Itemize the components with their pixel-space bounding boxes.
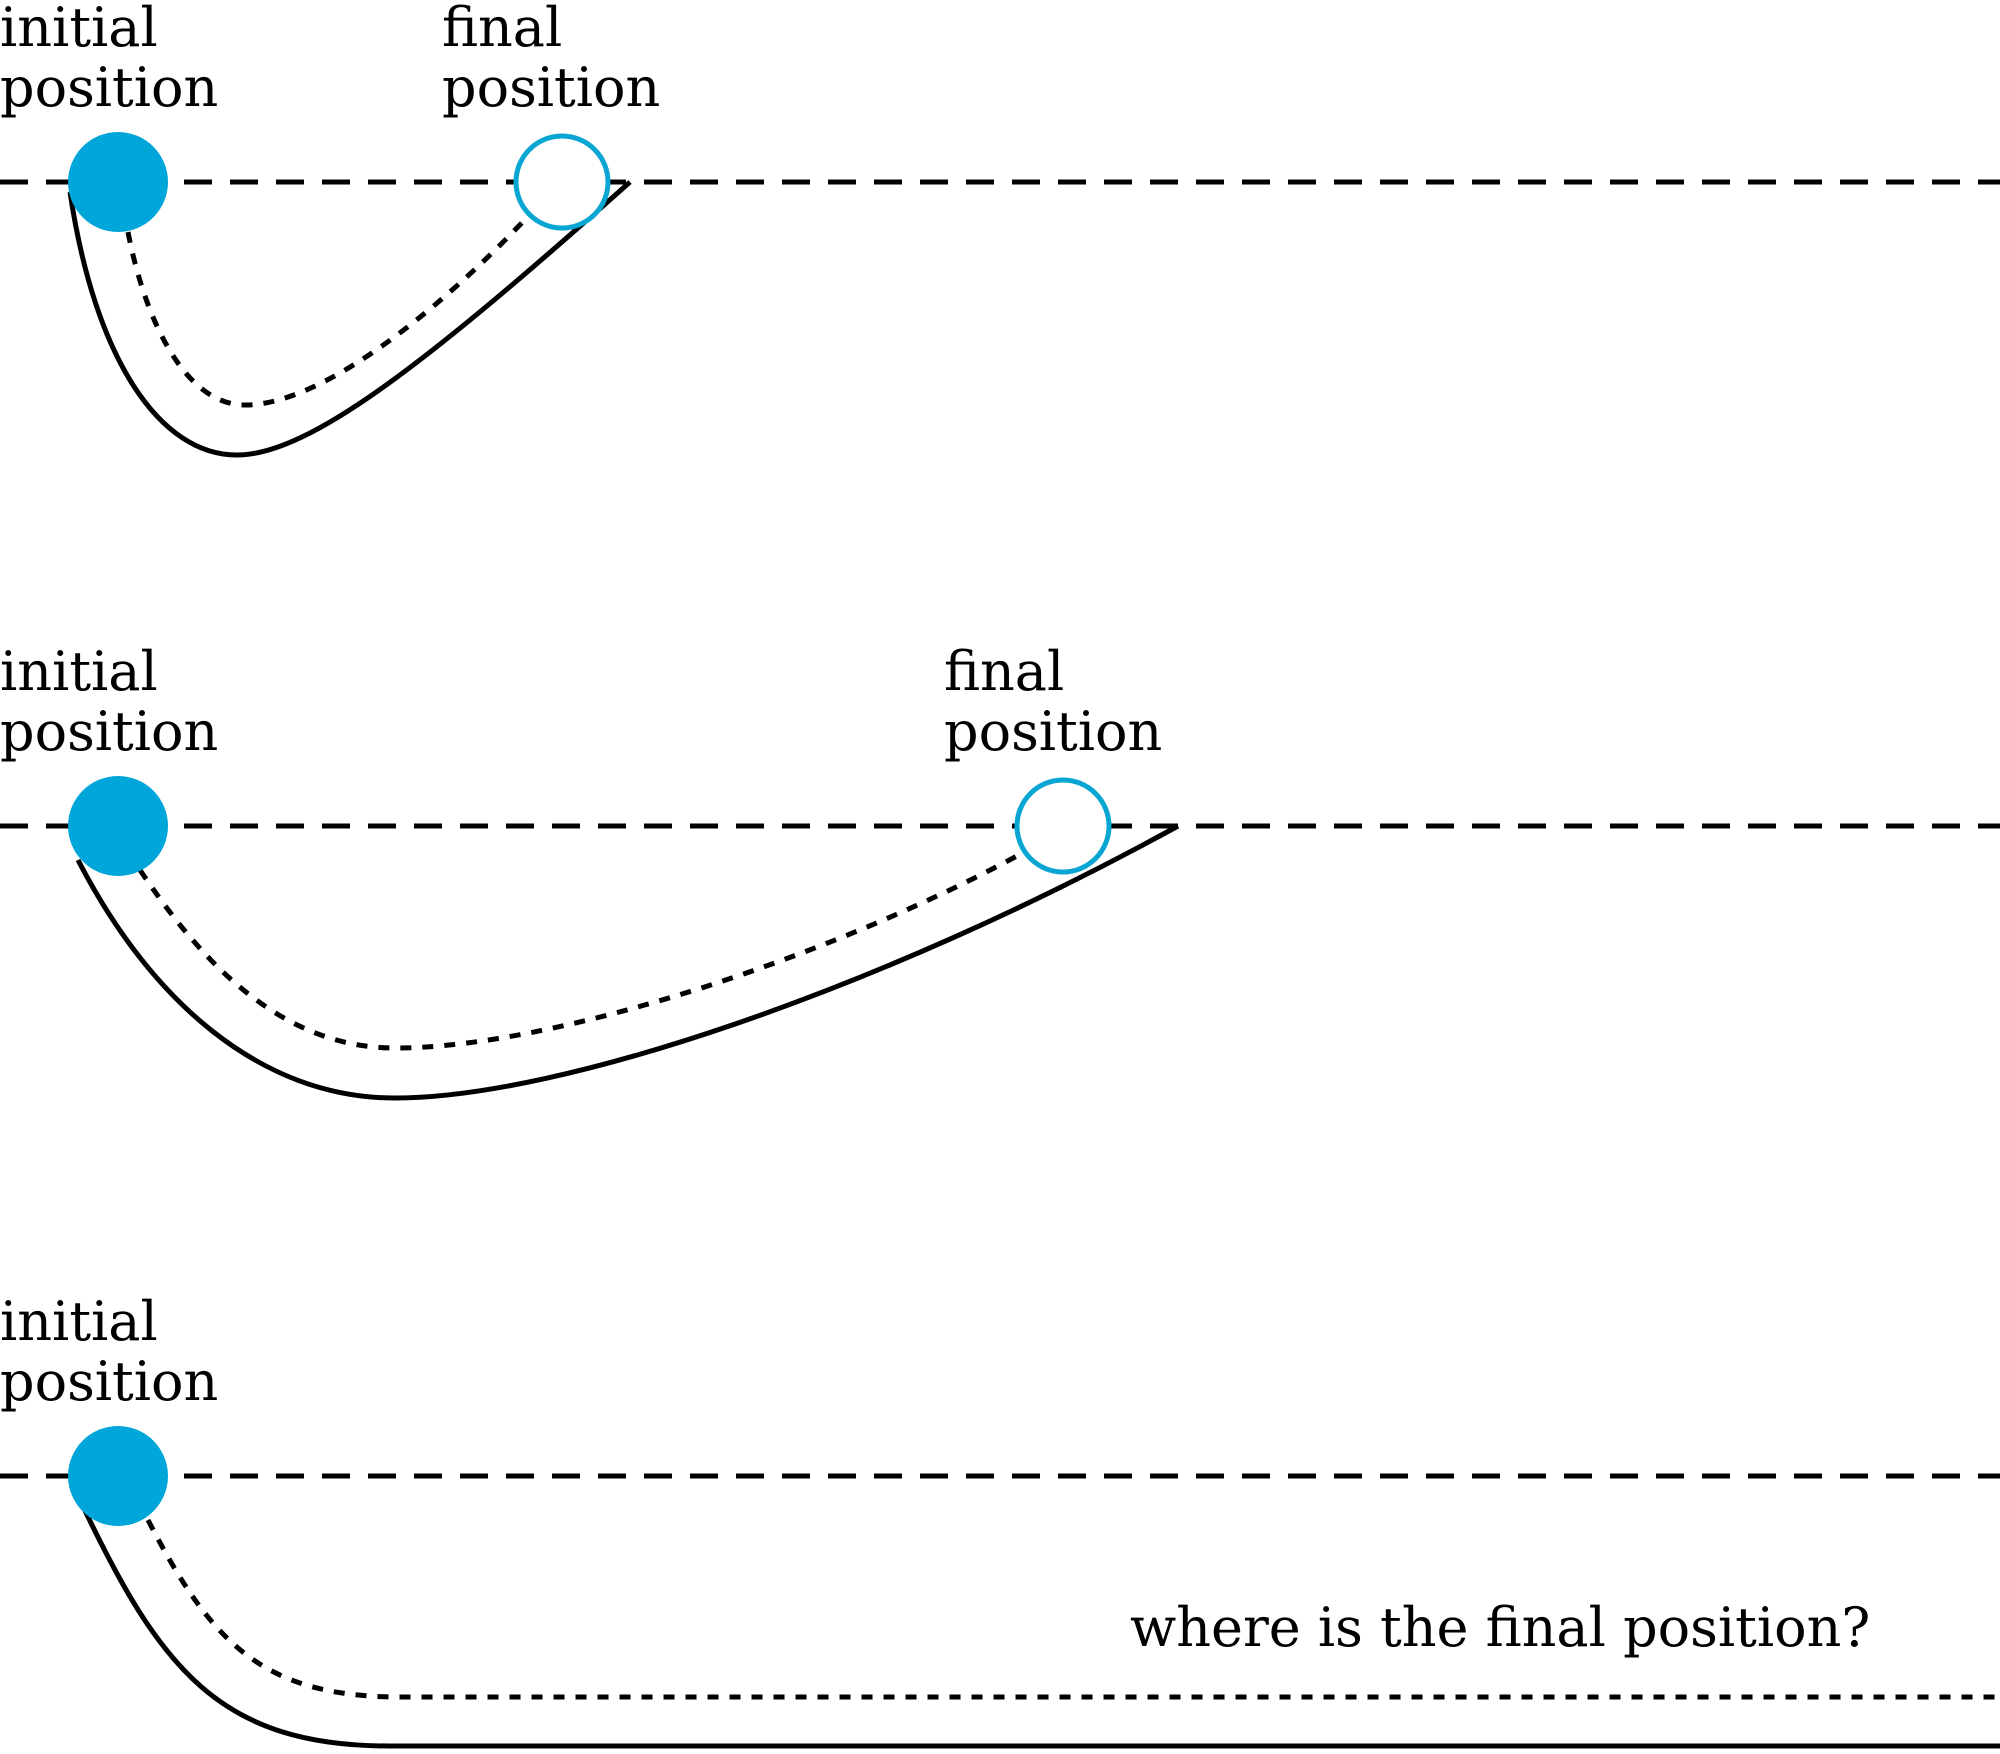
panel-2-final-label: final position	[944, 640, 1162, 763]
panel-3: initial position where is the final posi…	[0, 1290, 2000, 1749]
panel-1-initial-label: initial position	[0, 0, 218, 119]
panel-2-final-ball	[1014, 777, 1112, 875]
panel-1: initial position final position	[0, 0, 2000, 458]
panel-2-ball-trajectory	[137, 843, 1037, 1051]
panel-1-final-ball	[513, 133, 611, 231]
panel-2-initial-ball	[68, 776, 168, 876]
panel-3-ball-trajectory	[145, 1518, 2000, 1700]
panel-3-initial-ball	[68, 1426, 168, 1526]
panel-3-initial-label: initial position	[0, 1290, 218, 1413]
panel-2-initial-label: initial position	[0, 640, 218, 763]
panel-3-ramp	[77, 1498, 2000, 1749]
panel-1-ramp	[67, 180, 632, 458]
panel-3-question: where is the final position?	[1130, 1596, 1870, 1659]
panel-1-final-label: final position	[442, 0, 660, 119]
panel-2: initial position final position	[0, 640, 2000, 1101]
panel-2-ramp	[75, 823, 1180, 1101]
panel-1-initial-ball	[68, 132, 168, 232]
panel-1-ball-trajectory	[125, 210, 534, 408]
